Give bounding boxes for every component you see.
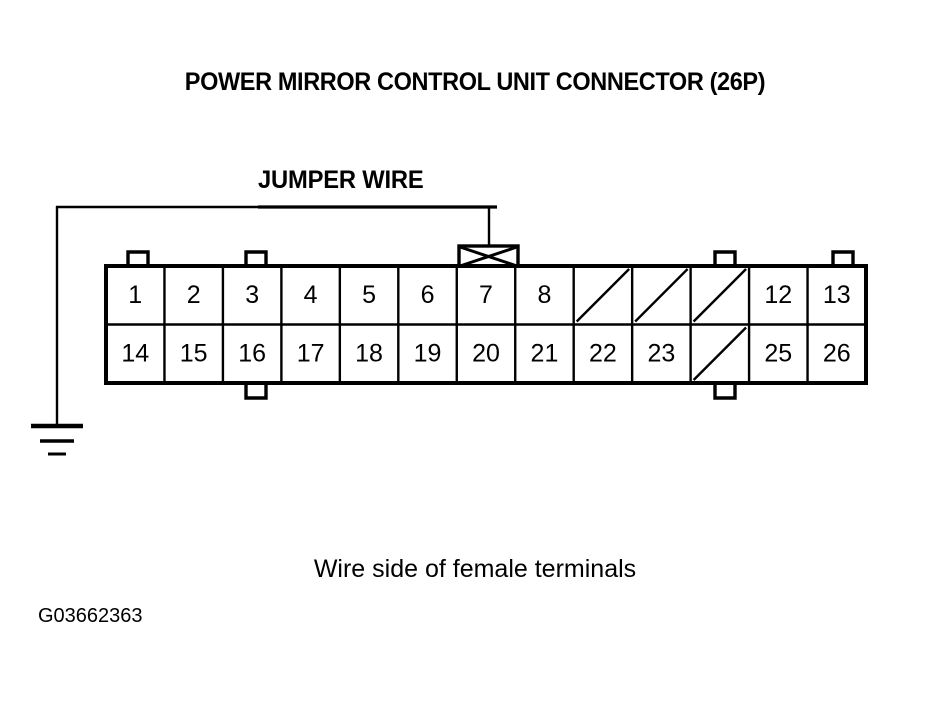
page-title: POWER MIRROR CONTROL UNIT CONNECTOR (26P… [184, 68, 766, 96]
pin-number: 18 [355, 339, 383, 367]
figure-id: G03662363 [38, 605, 143, 627]
pin-number: 6 [421, 281, 435, 309]
pin-number: 2 [187, 281, 201, 309]
pin-number: 1 [128, 281, 142, 309]
blank-cell-slash [575, 268, 631, 323]
pin-number: 4 [304, 281, 318, 309]
pin-number: 22 [589, 339, 617, 367]
jumper-wire-label: JUMPER WIRE [258, 166, 424, 194]
pin-number: 19 [414, 339, 442, 367]
pin-number: 13 [823, 281, 851, 309]
bowtie-diagonal-2 [459, 245, 518, 268]
pin-number: 7 [479, 281, 493, 309]
connector-tabs-bottom [244, 380, 737, 400]
pin-number: 23 [647, 339, 675, 367]
pin-number: 5 [362, 281, 376, 309]
blank-cell-slash [692, 326, 747, 381]
pin-number: 3 [245, 281, 259, 309]
pin-number: 25 [764, 339, 792, 367]
pin-number: 12 [764, 281, 792, 309]
pin-number: 26 [823, 339, 851, 367]
pin-number: 15 [180, 339, 208, 367]
blank-cell-slash [692, 268, 747, 323]
jumper-wire-path [55, 205, 497, 426]
pin-number: 8 [538, 281, 552, 309]
ground-symbol [31, 423, 83, 456]
figure-caption: Wire side of female terminals [313, 555, 637, 583]
pin-number: 21 [531, 339, 559, 367]
pin-number: 14 [121, 339, 149, 367]
pin-number: 20 [472, 339, 500, 367]
pin-number: 16 [238, 339, 266, 367]
pin-number: 17 [297, 339, 325, 367]
blank-cell-slash [634, 268, 689, 323]
jumper-bowtie-connector [457, 244, 520, 269]
